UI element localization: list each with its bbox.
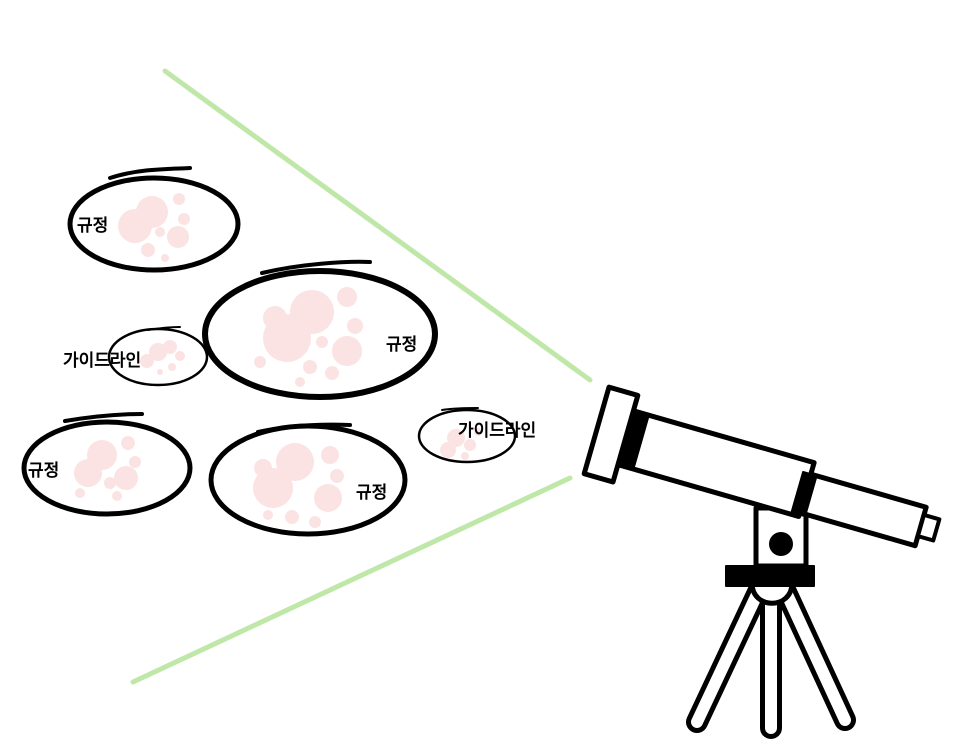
cluster-3-ellipse bbox=[21, 419, 193, 517]
objective-lens bbox=[581, 384, 641, 485]
tripod-icon bbox=[686, 577, 856, 739]
guideline-label: 가이드라인 bbox=[63, 351, 141, 371]
nebula-blobs bbox=[118, 193, 190, 262]
nebula-blobs bbox=[140, 340, 185, 375]
guideline-cluster-2: 가이드라인 bbox=[417, 407, 536, 464]
tube-band bbox=[790, 470, 818, 518]
mount-knob bbox=[769, 532, 793, 556]
regulation-cluster-4: 규정 bbox=[208, 422, 408, 537]
nebula-blobs bbox=[440, 428, 482, 460]
cluster-3-outline bbox=[63, 412, 144, 423]
cluster-1-outline bbox=[108, 166, 192, 180]
eyepiece bbox=[915, 512, 942, 543]
regulation-label: 규정 bbox=[77, 216, 108, 236]
regulation-cluster-3: 규정 bbox=[21, 412, 193, 517]
guideline-2-ellipse bbox=[417, 408, 517, 464]
view-line-lower bbox=[130, 475, 573, 685]
nebula-blobs bbox=[254, 287, 363, 387]
view-cone bbox=[130, 68, 593, 685]
regulation-cluster-1: 규정 bbox=[67, 166, 241, 273]
nebula-blobs bbox=[74, 436, 141, 501]
regulation-cluster-2: 규정 bbox=[202, 259, 438, 400]
cluster-2-ellipse bbox=[202, 268, 438, 400]
guideline-2-outline bbox=[441, 407, 479, 411]
guideline-1-ellipse bbox=[107, 327, 209, 387]
mount-base bbox=[725, 565, 815, 587]
cluster-2-outline bbox=[260, 259, 372, 275]
cluster-4-ellipse bbox=[208, 423, 408, 537]
cluster-1-ellipse bbox=[67, 175, 241, 273]
nebula-blobs bbox=[253, 443, 344, 528]
regulation-label: 규정 bbox=[386, 335, 417, 355]
regulation-label: 규정 bbox=[356, 483, 387, 503]
regulation-label: 규정 bbox=[28, 461, 59, 481]
view-line-upper bbox=[162, 68, 593, 383]
telescope-icon bbox=[581, 384, 942, 739]
guideline-label: 가이드라인 bbox=[458, 421, 536, 441]
guideline-cluster-1: 가이드라인 bbox=[63, 326, 209, 387]
